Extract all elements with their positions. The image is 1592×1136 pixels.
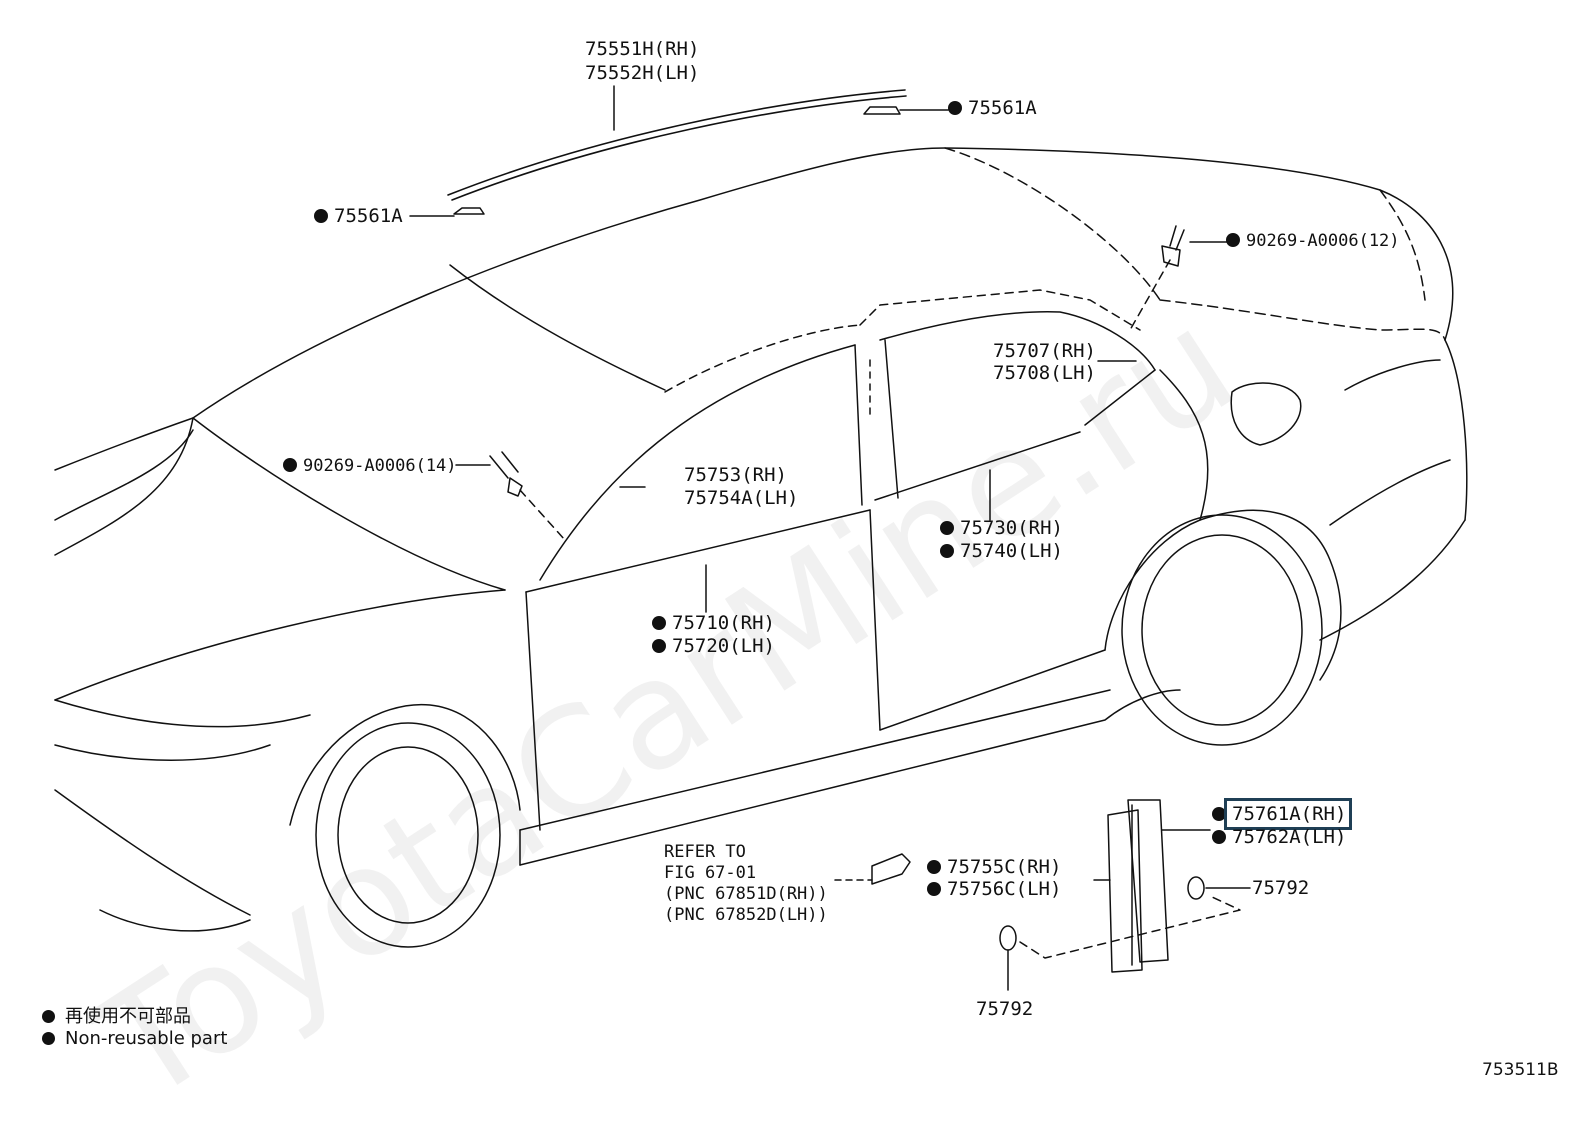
part-number-75762a: 75762A(LH) bbox=[1232, 826, 1347, 848]
non-reusable-dot-icon bbox=[1212, 830, 1226, 844]
refer-line-4[interactable]: (PNC 67852D(LH)) bbox=[664, 905, 828, 925]
part-number-75730: 75730(RH) bbox=[960, 517, 1063, 539]
part-number-75707[interactable]: 75707(RH) bbox=[993, 340, 1096, 362]
part-number-75710: 75710(RH) bbox=[672, 612, 775, 634]
non-reusable-dot-icon bbox=[1212, 807, 1226, 821]
part-number-75756c: 75756C(LH) bbox=[947, 878, 1062, 900]
legend-en: Non-reusable part bbox=[42, 1028, 227, 1049]
clip-label-right[interactable]: 75561A bbox=[948, 97, 1037, 119]
clip-label-left[interactable]: 75561A bbox=[314, 205, 403, 227]
part-number-75754a[interactable]: 75754A(LH) bbox=[684, 487, 799, 509]
part-number-75792-right[interactable]: 75792 bbox=[1252, 877, 1310, 899]
legend-en-text: Non-reusable part bbox=[65, 1028, 228, 1049]
non-reusable-dot-icon bbox=[314, 209, 328, 223]
front-belt-label-rh[interactable]: 75710(RH) bbox=[652, 612, 775, 634]
part-number-75552h[interactable]: 75552H(LH) bbox=[585, 62, 700, 84]
non-reusable-dot-icon bbox=[940, 544, 954, 558]
part-number-75761a: 75761A(RH) bbox=[1232, 803, 1347, 825]
non-reusable-dot-icon bbox=[927, 882, 941, 896]
rear-belt-label-lh[interactable]: 75740(LH) bbox=[940, 540, 1063, 562]
non-reusable-dot-icon bbox=[283, 458, 297, 472]
non-reusable-dot-icon bbox=[652, 639, 666, 653]
part-number-75551h[interactable]: 75551H(RH) bbox=[585, 38, 700, 60]
selected-part-highlight bbox=[1224, 798, 1352, 830]
part-number-75740: 75740(LH) bbox=[960, 540, 1063, 562]
part-number-90269-14: 90269-A0006(14) bbox=[303, 456, 457, 476]
part-number-75720: 75720(LH) bbox=[672, 635, 775, 657]
part-number-75561a-left: 75561A bbox=[334, 205, 403, 227]
part-number-75708[interactable]: 75708(LH) bbox=[993, 362, 1096, 384]
part-number-75755c: 75755C(RH) bbox=[947, 856, 1062, 878]
rear-belt-label-rh[interactable]: 75730(RH) bbox=[940, 517, 1063, 539]
refer-line-3[interactable]: (PNC 67851D(RH)) bbox=[664, 884, 828, 904]
part-number-90269-12: 90269-A0006(12) bbox=[1246, 231, 1400, 251]
non-reusable-dot-icon bbox=[42, 1010, 55, 1023]
rivet-label-rear[interactable]: 90269-A0006(12) bbox=[1226, 230, 1400, 252]
non-reusable-dot-icon bbox=[42, 1032, 55, 1045]
non-reusable-dot-icon bbox=[652, 616, 666, 630]
refer-line-2[interactable]: FIG 67-01 bbox=[664, 863, 757, 883]
pillar-garnish-label-rh[interactable]: 75761A(RH) bbox=[1212, 803, 1346, 825]
non-reusable-dot-icon bbox=[1226, 233, 1240, 247]
non-reusable-dot-icon bbox=[927, 860, 941, 874]
part-number-75753[interactable]: 75753(RH) bbox=[684, 464, 787, 486]
part-number-75561a-right: 75561A bbox=[968, 97, 1037, 119]
parts-diagram: ToyotaCarMine.ru bbox=[42, 38, 1559, 1136]
legend-jp-text: 再使用不可部品 bbox=[65, 1006, 191, 1027]
non-reusable-dot-icon bbox=[948, 101, 962, 115]
part-number-75792-bottom[interactable]: 75792 bbox=[976, 998, 1034, 1020]
refer-line-1[interactable]: REFER TO bbox=[664, 842, 746, 862]
figure-number: 753511B bbox=[1482, 1060, 1559, 1080]
non-reusable-dot-icon bbox=[940, 521, 954, 535]
bracket-label-rh[interactable]: 75755C(RH) bbox=[927, 856, 1061, 878]
front-belt-label-lh[interactable]: 75720(LH) bbox=[652, 635, 775, 657]
bracket-label-lh[interactable]: 75756C(LH) bbox=[927, 878, 1061, 900]
legend-jp: 再使用不可部品 bbox=[42, 1002, 191, 1028]
pillar-garnish-label-lh[interactable]: 75762A(LH) bbox=[1212, 826, 1346, 848]
car-line-drawing bbox=[54, 85, 1468, 991]
rivet-label-front[interactable]: 90269-A0006(14) bbox=[283, 455, 457, 477]
